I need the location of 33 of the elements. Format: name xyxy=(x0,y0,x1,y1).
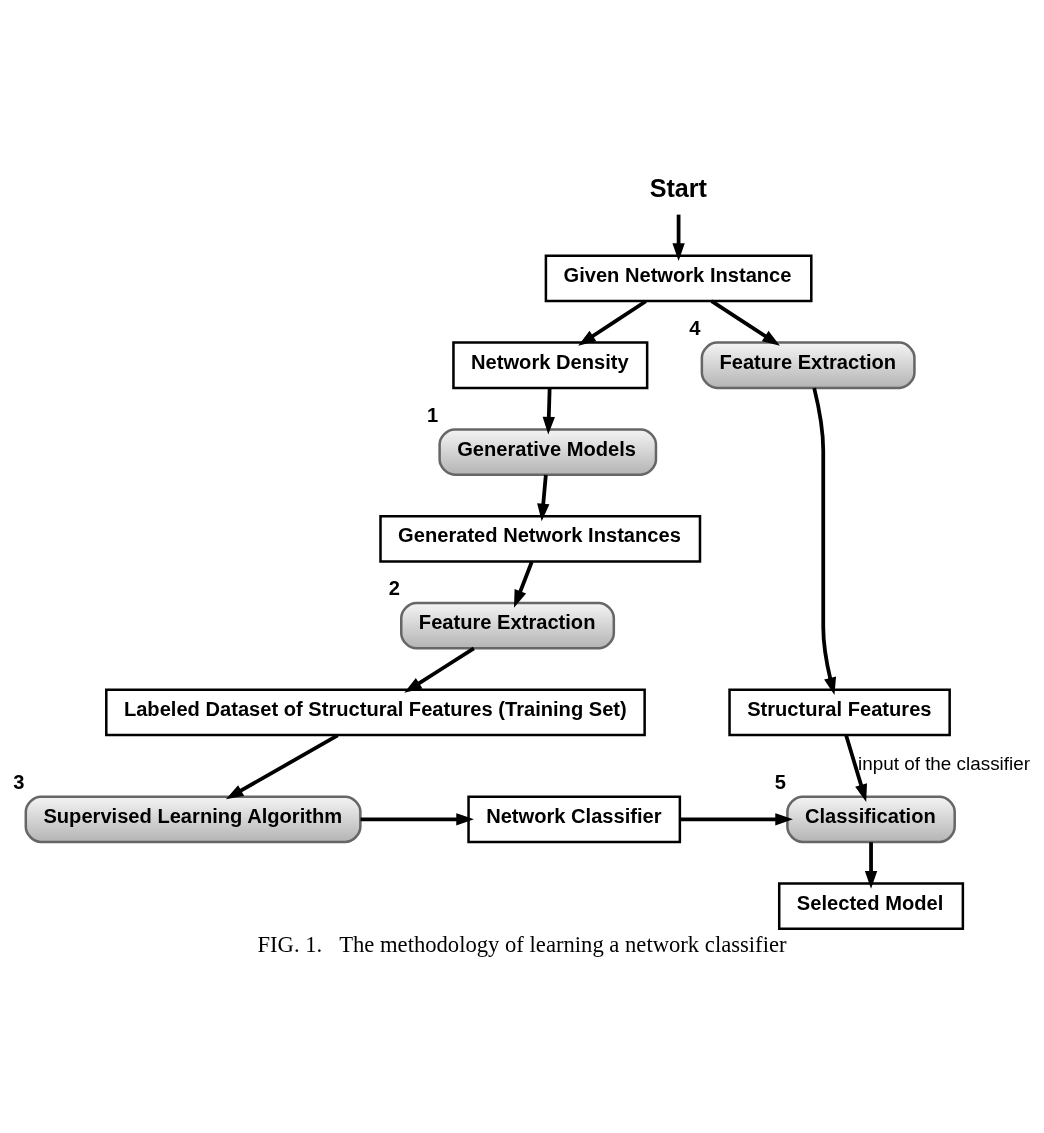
node-label: 5 xyxy=(774,770,787,793)
node-box: Feature Extraction xyxy=(700,341,916,390)
arrow xyxy=(578,299,647,346)
node-label: 3 xyxy=(13,770,25,793)
node-label: 2 xyxy=(388,577,400,600)
arrow xyxy=(844,734,867,802)
node-box: Given Network Instance xyxy=(544,254,813,303)
node-box: Selected Model xyxy=(777,882,965,930)
arrow xyxy=(404,646,475,693)
node-box: Generated Network Instances xyxy=(379,514,702,563)
arrow xyxy=(513,561,534,608)
node-box: Labeled Dataset of Structural Features (Training Set) xyxy=(105,688,646,737)
arrow xyxy=(360,813,474,826)
arrow xyxy=(537,474,550,522)
node-box: Feature Extraction xyxy=(400,601,616,650)
arrow xyxy=(542,388,555,435)
arrow xyxy=(225,733,339,800)
node-box: Structural Features xyxy=(728,688,951,737)
node-label: 1 xyxy=(427,403,439,426)
node-box: Generative Models xyxy=(438,428,658,476)
arrow xyxy=(710,299,780,346)
node-box: Network Classifier xyxy=(467,795,682,844)
arrow xyxy=(672,214,685,261)
caption: FIG. 1. The methodology of learning a network classifier xyxy=(257,931,787,957)
arrow xyxy=(680,813,793,826)
node-box: Classification xyxy=(786,795,956,844)
node-text: Start xyxy=(649,173,707,202)
edge-label: input of the classifier xyxy=(858,753,1030,775)
node-box: Network Density xyxy=(452,341,649,390)
arrow xyxy=(812,387,837,696)
arrow xyxy=(864,842,878,889)
node-box: Supervised Learning Algorithm xyxy=(24,795,362,844)
node-label: 4 xyxy=(689,316,701,339)
